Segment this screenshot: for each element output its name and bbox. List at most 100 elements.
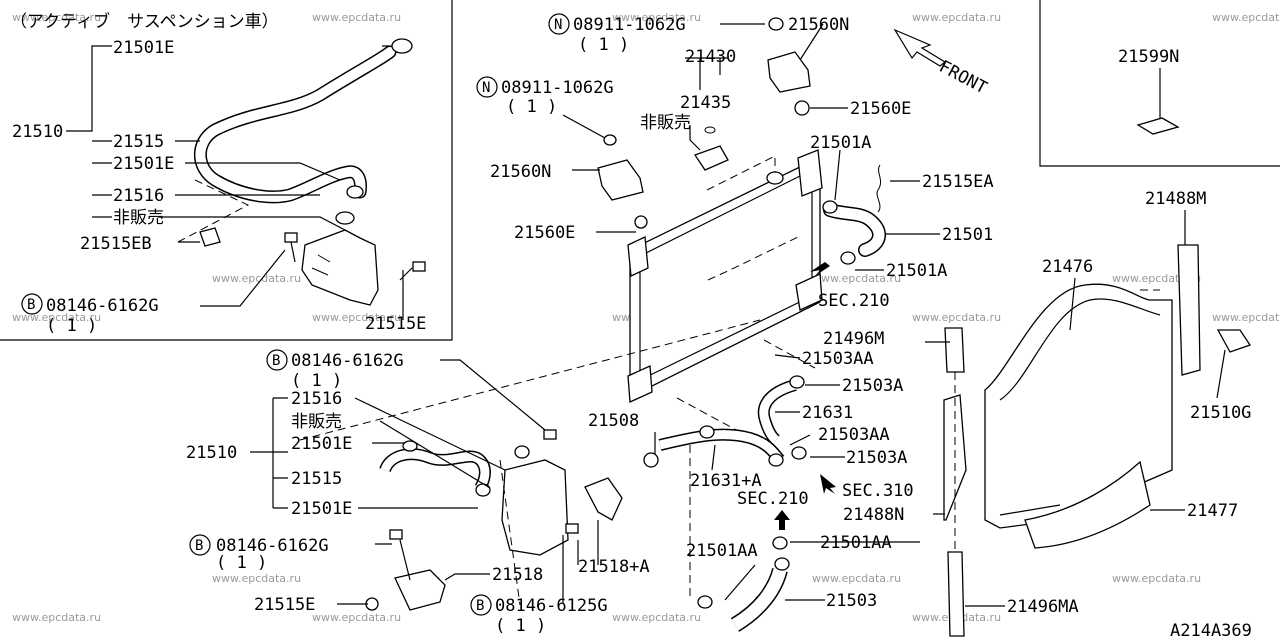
part-number-label: 21501AA [820, 533, 892, 553]
watermark: www.epcdata.ru [1212, 11, 1280, 24]
watermark: www.epcdata.ru [612, 611, 701, 624]
part-number-label: 08146-6162G [216, 536, 329, 556]
inset-frame-left [0, 0, 453, 341]
part-number-label: 21501E [291, 499, 352, 519]
marker-b: B [27, 297, 35, 313]
part-number-label: 21510 [12, 122, 63, 142]
quantity-label: ( 1 ) [578, 35, 629, 55]
part-number-label: 21503A [842, 376, 903, 396]
part-number-label: 21503AA [818, 425, 890, 445]
part-number-label: 21515E [254, 595, 315, 615]
part-number-label: 21518+A [578, 557, 650, 577]
watermark: www.epcdata.ru [212, 572, 301, 585]
upper-mount-brackets [597, 17, 811, 229]
part-number-label: 21503A [846, 448, 907, 468]
radiator [627, 149, 823, 433]
marker-n: N [482, 80, 490, 96]
fan-shroud [943, 244, 1252, 637]
part-number-label: 21515 [291, 469, 342, 489]
watermark: www.epcdata.ru [312, 11, 401, 24]
part-number-label: 21488M [1145, 189, 1206, 209]
part-number-label: 21496M [823, 329, 884, 349]
watermark: www.epcdata.ru [312, 611, 401, 624]
inset-note: （アクティブ サスペンション車） [10, 11, 279, 32]
part-number-label: 21501A [810, 133, 871, 153]
diagram-code: A214A369 [1170, 621, 1252, 640]
part-number-label: 21503 [826, 591, 877, 611]
part-number-label: 08146-6125G [495, 596, 608, 616]
part-number-label: 08911-1062G [501, 78, 614, 98]
marker-b: B [195, 538, 203, 554]
part-number-label: 21435 [680, 93, 731, 113]
section-reference: SEC.210 [737, 489, 809, 509]
part-number-label: 21501E [113, 38, 174, 58]
part-number-label: 非販売 [113, 208, 164, 228]
watermark: www.epcdata.ru [812, 272, 901, 285]
circle-markers: N N B B B B [21, 13, 570, 616]
part-number-label: 21518 [492, 565, 543, 585]
watermark: www.epcdata.ru [12, 11, 101, 24]
part-number-label: 21515EB [80, 234, 152, 254]
quantity-label: ( 1 ) [495, 616, 546, 636]
part-number-label: 21560N [788, 15, 849, 35]
watermark: www.epcdata.ru [912, 11, 1001, 24]
part-number-label: 非販売 [291, 412, 342, 432]
part-number-label: 21560E [850, 99, 911, 119]
inset-frame-right [1039, 0, 1280, 167]
leader-lines [250, 23, 1226, 607]
section-reference: SEC.210 [818, 291, 890, 311]
upper-hose [810, 164, 886, 276]
watermark: www.epcdata.ru [812, 572, 901, 585]
part-number-label: 08911-1062G [573, 15, 686, 35]
part-number-label: 21501E [291, 434, 352, 454]
front-label: FRONT [936, 57, 991, 99]
front-arrow: FRONT [893, 28, 991, 99]
quantity-label: ( 1 ) [506, 97, 557, 117]
section-reference: SEC.310 [842, 481, 914, 501]
part-number-label: 21476 [1042, 257, 1093, 277]
part-number-label: 21508 [588, 411, 639, 431]
part-number-label: 21631+A [690, 471, 762, 491]
watermark: www.epcdata.ru [612, 11, 701, 24]
part-number-label: 08146-6162G [291, 351, 404, 371]
part-number-label: 21515EA [922, 172, 994, 192]
part-number-label: 21515E [365, 314, 426, 334]
watermark: www.epcdata.ru [312, 311, 401, 324]
part-number-label: 21503AA [802, 349, 874, 369]
part-number-label: 21501A [886, 261, 947, 281]
part-number-label: 21516 [113, 186, 164, 206]
part-number-label: 21631 [802, 403, 853, 423]
part-number-label: 08146-6162G [46, 296, 159, 316]
part-number-label: 21430 [685, 47, 736, 67]
part-number-label: 21501AA [686, 541, 758, 561]
part-number-label: 21560E [514, 223, 575, 243]
quantity-label: ( 1 ) [46, 316, 97, 336]
marker-b: B [476, 598, 484, 614]
part-number-label: 21510 [186, 443, 237, 463]
lower-hoses [643, 375, 836, 632]
reservoir-assembly [299, 319, 761, 611]
label-plate [1136, 68, 1180, 135]
quantity-label: ( 1 ) [216, 553, 267, 573]
part-number-label: 非販売 [640, 113, 691, 133]
marker-n: N [554, 17, 562, 33]
part-number-label: 21515 [113, 132, 164, 152]
watermark: www.epcdata.ru [1112, 572, 1201, 585]
part-number-label: 21560N [490, 162, 551, 182]
marker-b: B [272, 353, 280, 369]
watermark: www.epcdata.ru [212, 272, 301, 285]
inset-reservoir-assembly [66, 38, 426, 320]
part-number-label: 21599N [1118, 47, 1179, 67]
watermark: www.epcdata.ru [912, 311, 1001, 324]
watermark: www.epcdata.ru [12, 611, 101, 624]
part-number-label: 21496MA [1007, 597, 1079, 617]
quantity-label: ( 1 ) [291, 371, 342, 391]
part-number-label: 21501 [942, 225, 993, 245]
part-number-label: 21477 [1187, 501, 1238, 521]
watermark: www.epcdata.ru [1212, 311, 1280, 324]
part-number-label: 21516 [291, 389, 342, 409]
callouts: （アクティブ サスペンション車） 21501E 21510 21515 2150… [10, 11, 1252, 640]
part-number-label: 21510G [1190, 403, 1251, 423]
